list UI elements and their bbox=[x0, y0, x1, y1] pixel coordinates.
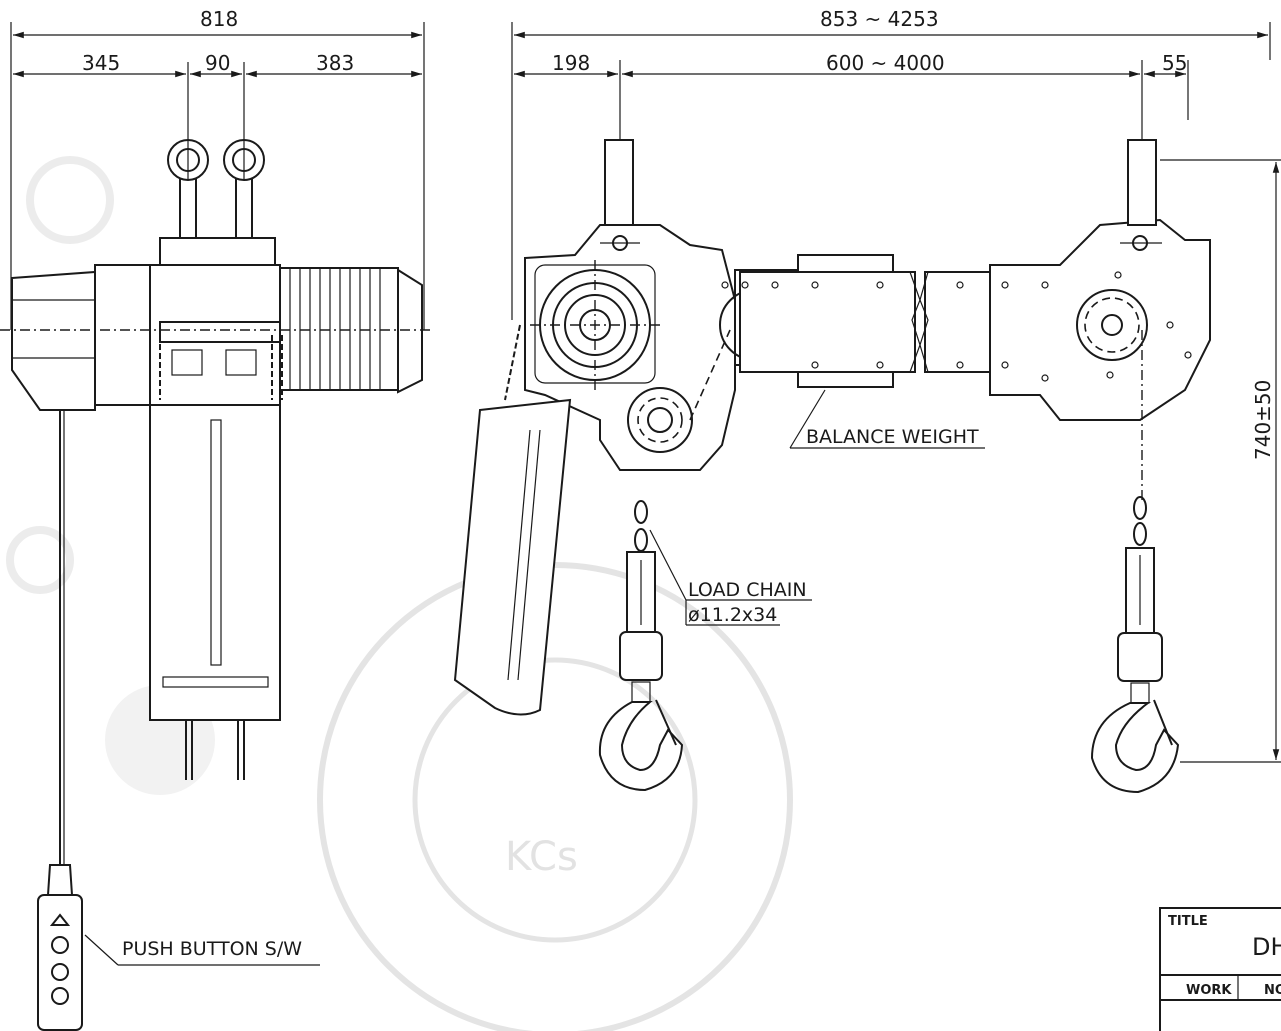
dim-345: 345 bbox=[82, 51, 120, 75]
dim-818: 818 bbox=[200, 7, 238, 31]
title-value: DH bbox=[1252, 933, 1281, 961]
hoist-front-view bbox=[0, 139, 430, 1031]
right-dimensions: 853 ~ 4253 198 600 ~ 4000 55 740±50 bbox=[511, 7, 1281, 763]
title-block: TITLE DH WORK NO bbox=[1159, 907, 1281, 1031]
dim-383: 383 bbox=[316, 51, 354, 75]
bolt-holes bbox=[721, 271, 1192, 382]
dim-198: 198 bbox=[552, 51, 590, 75]
dim-853-4253: 853 ~ 4253 bbox=[820, 7, 939, 31]
stamp-letters: KCs bbox=[505, 834, 578, 880]
motor-fins bbox=[289, 268, 381, 390]
dim-740: 740±50 bbox=[1251, 380, 1275, 460]
left-dimensions: 818 345 90 383 bbox=[10, 7, 425, 330]
left-hook-assembly bbox=[598, 500, 684, 792]
dim-55: 55 bbox=[1162, 51, 1187, 75]
hoist-side-view bbox=[453, 139, 1211, 794]
balance-weight-callout: BALANCE WEIGHT bbox=[789, 389, 985, 449]
load-chain-callout: LOAD CHAIN ø11.2x34 bbox=[649, 529, 812, 626]
load-chain-label: LOAD CHAIN bbox=[688, 579, 807, 601]
no-label: NO bbox=[1264, 983, 1281, 998]
dim-600-4000: 600 ~ 4000 bbox=[826, 51, 945, 75]
load-chain-size: ø11.2x34 bbox=[688, 604, 777, 626]
push-button-callout: PUSH BUTTON S/W bbox=[84, 934, 320, 966]
right-hook-assembly bbox=[1090, 496, 1180, 794]
title-label: TITLE bbox=[1168, 914, 1208, 929]
dim-90: 90 bbox=[205, 51, 230, 75]
push-button-label: PUSH BUTTON S/W bbox=[122, 938, 302, 960]
work-label: WORK bbox=[1186, 983, 1232, 998]
balance-weight-label: BALANCE WEIGHT bbox=[806, 426, 979, 448]
